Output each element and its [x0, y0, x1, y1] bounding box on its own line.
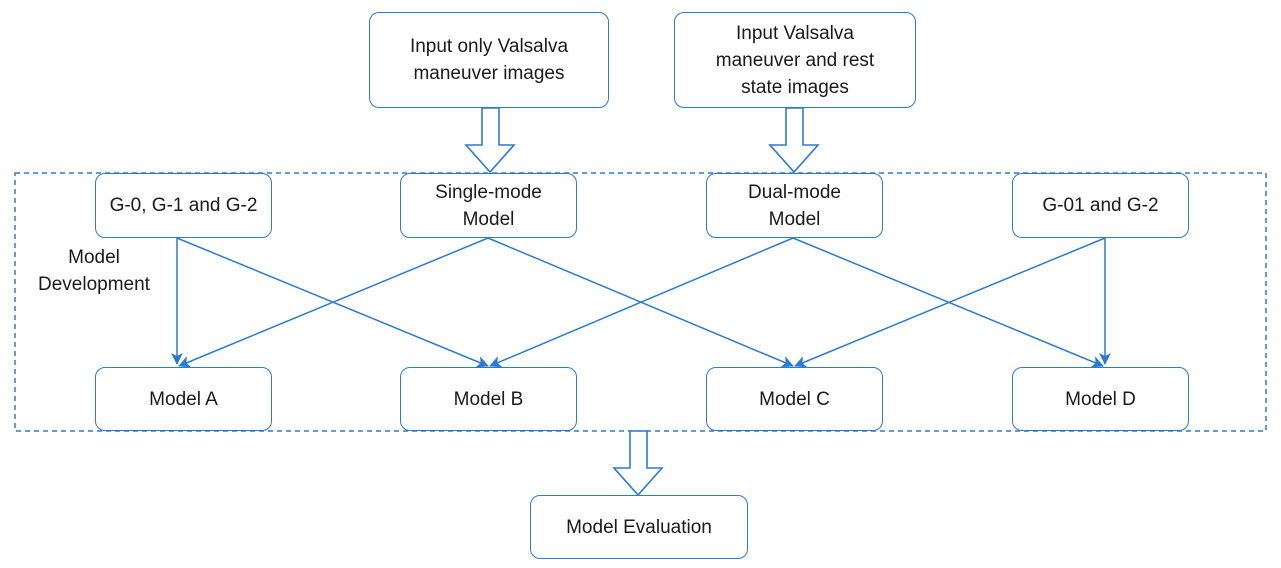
model-b-box: Model B	[400, 367, 577, 431]
model-d-box: Model D	[1012, 367, 1189, 431]
groups-01-2-box: G-01 and G-2	[1012, 173, 1189, 238]
single-mode-model-box: Single-mode Model	[400, 173, 577, 238]
input-valsalva-rest-box: Input Valsalva maneuver and rest state i…	[674, 12, 916, 108]
block-arrow-single-input	[464, 107, 516, 174]
block-arrow-evaluation	[612, 430, 664, 497]
model-development-label: Model Development	[38, 247, 150, 295]
edge-dual-to-model-d	[792, 237, 1104, 368]
model-a-box: Model A	[95, 367, 272, 431]
edge-dual-to-model-b	[489, 237, 794, 368]
edge-single-to-model-a	[178, 237, 489, 368]
model-c-box: Model C	[706, 367, 883, 431]
dual-mode-model-box: Dual-mode Model	[706, 173, 883, 238]
edge-groups01-to-model-c	[794, 237, 1106, 368]
groups-012-box: G-0, G-1 and G-2	[95, 173, 272, 238]
model-evaluation-box: Model Evaluation	[530, 495, 748, 559]
block-arrow-dual-input	[768, 107, 820, 174]
input-valsalva-only-box: Input only Valsalva maneuver images	[369, 12, 609, 108]
